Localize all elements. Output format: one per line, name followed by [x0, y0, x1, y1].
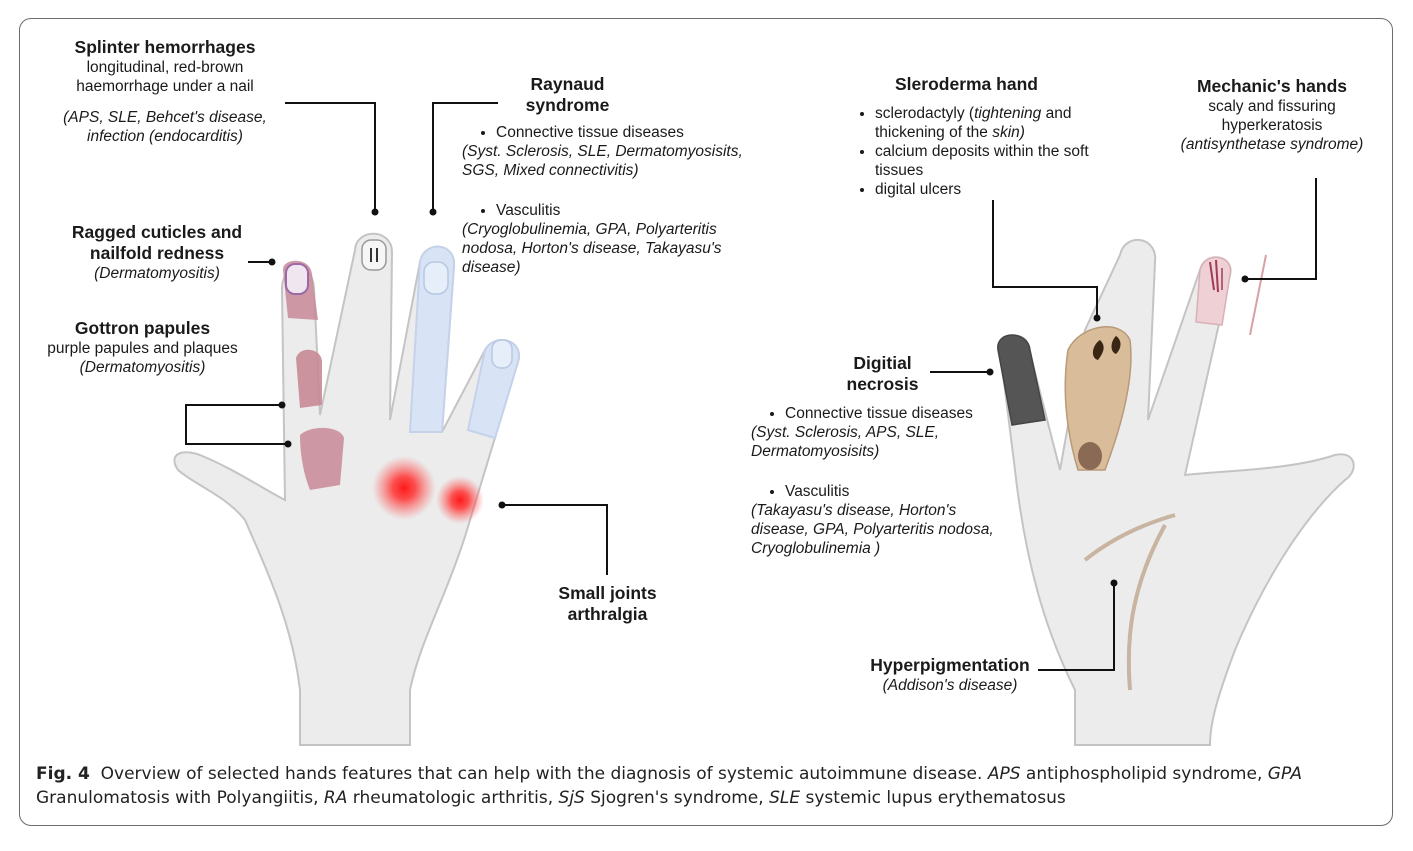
scleroderma-title: Sleroderma hand	[895, 74, 1038, 94]
raynaud-title-1: Raynaud	[530, 74, 605, 94]
label-small-joints: Small joints arthralgia	[535, 583, 680, 625]
necrosis-bullet-2: Vasculitis	[785, 482, 1031, 501]
caption-text: Overview of selected hands features that…	[100, 764, 988, 784]
mechanic-desc-1: scaly and fissuring	[1208, 98, 1336, 115]
raynaud-nail-1	[423, 261, 449, 295]
ragged-cond: (Dermatomyositis)	[94, 265, 220, 282]
hyper-cond: (Addison's disease)	[882, 677, 1018, 694]
label-splinter-hemorrhages: Splinter hemorrhages longitudinal, red-b…	[55, 37, 275, 146]
necrosis-b2-cond-3: Cryoglobulinemia )	[751, 540, 881, 557]
hyper-title: Hyperpigmentation	[870, 655, 1030, 675]
caption-abbr-gpa: GPA	[1267, 764, 1302, 784]
index-nail	[285, 263, 309, 295]
necrosis-b2-cond-1: (Takayasu's disease, Horton's	[751, 502, 957, 519]
ragged-title-2: nailfold redness	[89, 243, 225, 263]
gottron-title: Gottron papules	[74, 318, 211, 338]
label-hyperpigmentation: Hyperpigmentation (Addison's disease)	[855, 655, 1045, 695]
necrosis-bullet-1: Connective tissue diseases	[785, 404, 1031, 423]
label-raynaud-title: Raynaud syndrome	[505, 74, 630, 116]
splinter-desc-1: longitudinal, red-brown	[86, 59, 244, 76]
splinter-desc-2: haemorrhage under a nail	[76, 78, 254, 95]
label-ragged-cuticles: Ragged cuticles and nailfold redness (De…	[52, 222, 262, 283]
mechanic-cond: (antisynthetase syndrome)	[1180, 136, 1364, 153]
raynaud-bullet-2: Vasculitis	[496, 201, 792, 220]
necrosis-finger	[997, 334, 1046, 426]
gottron-papule-1	[296, 349, 322, 408]
caption-abbr-sle: SLE	[769, 788, 801, 808]
digital-ulcer	[1078, 442, 1102, 470]
necrosis-title-2: necrosis	[846, 374, 919, 394]
caption-abbr-ra: RA	[323, 788, 348, 808]
necrosis-title-1: Digitial	[853, 353, 912, 373]
ragged-title-1: Ragged cuticles and	[71, 222, 243, 242]
scleroderma-finger	[1064, 326, 1132, 471]
joints-title-1: Small joints	[558, 583, 657, 603]
scleroderma-bullet-3: digital ulcers	[875, 180, 1145, 199]
label-necrosis-title: Digitial necrosis	[830, 353, 935, 395]
raynaud-b2-cond-2: nodosa, Horton's disease, Takayasu's	[462, 240, 722, 257]
joint-glow-2	[436, 476, 484, 524]
raynaud-b2-cond-3: disease)	[462, 259, 521, 276]
hands-illustration	[173, 102, 1355, 746]
mechanic-desc-2: hyperkeratosis	[1221, 117, 1323, 134]
joint-glow-1	[372, 456, 436, 520]
figure-caption: Fig. 4 Overview of selected hands featur…	[36, 764, 1302, 808]
label-raynaud-list: Connective tissue diseases (Syst. Sclero…	[462, 123, 792, 277]
raynaud-nail-2	[491, 339, 513, 369]
mechanic-finger	[1195, 256, 1232, 326]
splinter-cond-2: infection (endocarditis)	[87, 128, 243, 145]
raynaud-title-2: syndrome	[525, 95, 610, 115]
raynaud-bullet-1: Connective tissue diseases	[496, 123, 792, 142]
gottron-desc: purple papules and plaques	[47, 340, 238, 357]
mechanic-title: Mechanic's hands	[1196, 76, 1348, 96]
figure-frame	[19, 18, 1393, 826]
gottron-papule-2	[300, 427, 344, 490]
necrosis-b1-cond-1: (Syst. Sclerosis, APS, SLE,	[751, 424, 940, 441]
splinter-title: Splinter hemorrhages	[74, 37, 256, 57]
caption-abbr-sjs: SjS	[558, 788, 585, 808]
label-scleroderma: Sleroderma hand sclerodactyly (tightenin…	[855, 74, 1145, 199]
necrosis-b1-cond-2: Dermatomyosisits)	[751, 443, 880, 460]
splinter-nail	[361, 239, 387, 271]
raynaud-b2-cond-1: (Cryoglobulinemia, GPA, Polyarteritis	[462, 221, 717, 238]
label-necrosis-list: Connective tissue diseases (Syst. Sclero…	[751, 404, 1031, 558]
caption-fig-label: Fig. 4	[36, 764, 90, 784]
raynaud-b1-cond-2: SGS, Mixed connectivitis)	[462, 162, 639, 179]
splinter-cond-1: (APS, SLE, Behcet's disease,	[63, 109, 267, 126]
caption-abbr-aps: APS	[987, 764, 1021, 784]
raynaud-b1-cond-1: (Syst. Sclerosis, SLE, Dermatomyosisits,	[462, 143, 743, 160]
label-mechanics-hands: Mechanic's hands scaly and fissuring hyp…	[1162, 76, 1382, 154]
scleroderma-bullet-1: sclerodactyly (tightening andthickening …	[875, 104, 1145, 142]
necrosis-b2-cond-2: disease, GPA, Polyarteritis nodosa,	[751, 521, 994, 538]
label-gottron-papules: Gottron papules purple papules and plaqu…	[30, 318, 255, 377]
gottron-cond: (Dermatomyositis)	[79, 359, 206, 376]
joints-title-2: arthralgia	[567, 604, 648, 624]
